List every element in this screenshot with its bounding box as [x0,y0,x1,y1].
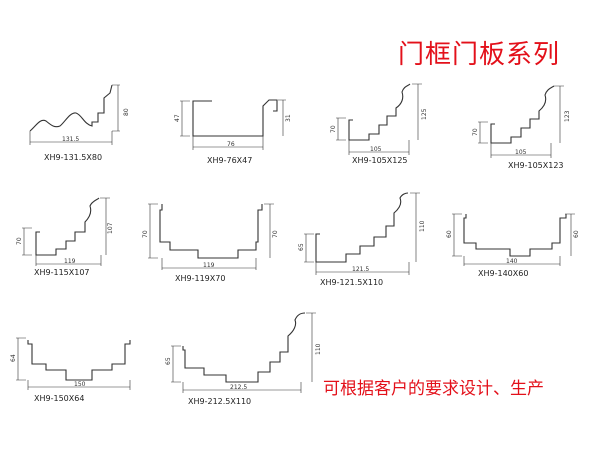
dim-right-height: 125 [421,108,428,120]
dim-width: 76 [227,141,235,148]
profile-6: 119 70 70 XH9-119X70 [142,203,279,283]
model-label: XH9-140X60 [478,269,528,278]
profile-10: 212.5 65 110 XH9-212.5X110 [165,312,322,406]
dimension-lines [29,84,120,145]
dim-width: 131.5 [62,136,79,143]
dimension-lines [16,337,131,390]
dim-height: 64 [10,354,17,362]
dimension-lines [336,83,422,155]
dimension-lines [148,203,274,270]
profile-shape [192,99,278,137]
dim-right-height: 123 [564,110,571,122]
dim-left-height: 70 [472,128,479,136]
dim-width: 119 [64,258,76,265]
profile-shape [463,214,567,257]
model-label: XH9-115X107 [34,268,90,277]
model-label: XH9-121.5X110 [320,278,383,287]
profile-5: 119 70 107 XH9-115X107 [16,197,114,277]
dim-width: 121.5 [352,266,369,273]
dim-right-height: 107 [107,222,114,234]
profile-shape [35,197,100,256]
profile-2: 76 47 31 XH9-76X47 [174,99,292,165]
dimension-lines [452,213,575,266]
dim-left-height: 47 [174,114,181,122]
profile-shape [29,84,113,132]
model-label: XH9-105X123 [508,161,564,170]
dimension-lines [478,85,564,158]
profile-shape [315,192,409,263]
dim-left-height: 70 [16,237,23,245]
model-label: XH9-150X64 [34,394,84,403]
dim-height: 80 [123,108,130,116]
dim-width: 212.5 [230,384,247,391]
dim-left-height: 70 [330,125,337,133]
dim-right-height: 31 [285,114,292,122]
profile-shape [27,340,131,381]
profile-3: 105 70 125 XH9-105X125 [330,83,428,165]
model-label: XH9-105X125 [352,156,408,165]
dim-left-height: 65 [298,243,305,251]
dim-right-height: 110 [315,343,322,355]
profile-8: 140 60 60 XH9-140X60 [446,213,580,278]
profile-1: 131.5 80 XH9-131.5X80 [29,84,130,162]
model-label: XH9-119X70 [175,274,225,283]
model-label: XH9-212.5X110 [188,397,251,406]
dim-left-height: 60 [446,230,453,238]
profile-shape [182,312,306,383]
profile-7: 121.5 65 110 XH9-121.5X110 [298,192,426,287]
dimension-lines [304,192,420,275]
dim-left-height: 65 [165,357,172,365]
dimension-lines [180,99,286,150]
profile-shape [159,204,263,259]
footer-note: 可根据客户的要求设计、生产 [323,379,544,399]
profile-shape [348,83,411,141]
dim-width: 140 [506,258,518,265]
profile-shape [490,85,555,144]
dim-width: 150 [74,381,86,388]
dim-right-height: 60 [573,230,580,238]
dim-width: 119 [203,262,215,269]
dim-left-height: 70 [142,230,149,238]
model-label: XH9-131.5X80 [44,153,102,162]
profile-4: 105 70 123 XH9-105X123 [472,85,571,170]
dim-width: 105 [370,146,382,153]
dimension-lines [22,197,110,266]
page-title: 门框门板系列 [398,40,561,70]
model-label: XH9-76X47 [207,156,252,165]
dim-right-height: 110 [419,220,426,232]
dim-right-height: 70 [272,230,279,238]
profile-9: 150 64 XH9-150X64 [10,337,131,403]
dim-width: 105 [515,149,527,156]
dimension-lines [171,312,316,393]
